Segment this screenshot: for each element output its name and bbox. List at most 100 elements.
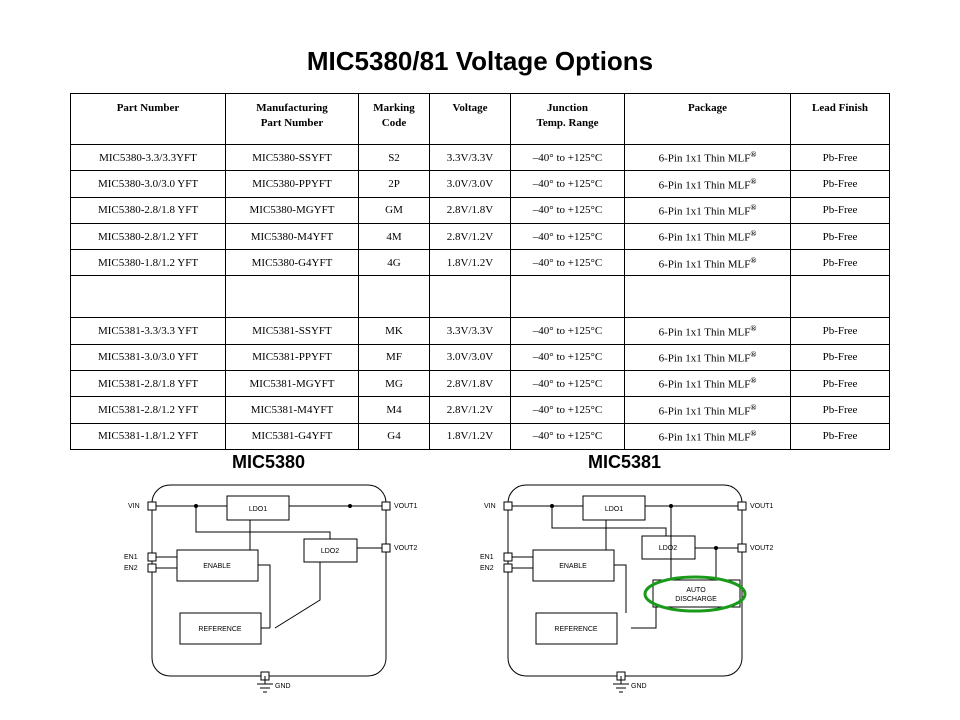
table-cell: MIC5380-G4YFT bbox=[225, 249, 359, 277]
table-cell: MIC5380-PPYFT bbox=[225, 170, 359, 198]
table-cell-text: 6-Pin 1x1 Thin MLF bbox=[658, 326, 751, 339]
table-cell bbox=[429, 275, 511, 319]
table-body: MIC5380-3.3/3.3YFT MIC5380-SSYFT S2 3.3V/3.… bbox=[70, 143, 890, 450]
table-cell-text: MIC5381-2.8/1.2 YFT bbox=[97, 404, 199, 417]
table-cell: MIC5380-3.3/3.3YFT bbox=[70, 143, 226, 172]
table-cell: MIC5381-M4YFT bbox=[225, 396, 359, 424]
registered-mark: ® bbox=[750, 428, 757, 438]
table-cell-text: –40° to +125°C bbox=[532, 325, 603, 338]
table-cell-text: MIC5380-SSYFT bbox=[252, 151, 332, 164]
table-cell: 6-Pin 1x1 Thin MLF® bbox=[624, 170, 791, 198]
registered-mark: ® bbox=[750, 255, 757, 265]
enable-label: ENABLE bbox=[559, 563, 587, 570]
reference-label: REFERENCE bbox=[554, 626, 598, 633]
table-cell-text: Pb-Free bbox=[822, 230, 858, 243]
table-cell: MK bbox=[358, 317, 430, 345]
table-cell-text: MIC5380-3.3/3.3YFT bbox=[99, 151, 197, 164]
column-header-text: Marking bbox=[373, 102, 415, 114]
column-header-text: Part Number bbox=[260, 117, 324, 129]
vout2-label: VOUT2 bbox=[750, 545, 773, 552]
table-cell: –40° to +125°C bbox=[510, 396, 625, 424]
table-cell-text: 3.3V/3.3V bbox=[446, 325, 494, 338]
table-cell-text: 6-Pin 1x1 Thin MLF bbox=[658, 379, 751, 392]
table-cell: G4 bbox=[358, 422, 430, 450]
en1-pin bbox=[503, 552, 513, 562]
table-cell: 2P bbox=[358, 170, 430, 198]
table-cell-text: MF bbox=[386, 351, 402, 364]
ldo2-label: LDO2 bbox=[321, 548, 339, 555]
table-cell: MIC5380-2.8/1.8 YFT bbox=[70, 196, 226, 224]
registered-mark: ® bbox=[750, 176, 757, 186]
vout2-pin bbox=[737, 543, 747, 553]
enable-label: ENABLE bbox=[203, 563, 231, 570]
table-cell-text: 6-Pin 1x1 Thin MLF bbox=[658, 258, 751, 271]
ldo1-block bbox=[582, 495, 646, 521]
vout1-label: VOUT1 bbox=[394, 503, 417, 510]
table-cell-text: MIC5381-3.3/3.3 YFT bbox=[97, 325, 199, 338]
table-cell-text: Pb-Free bbox=[822, 204, 858, 217]
table-cell: 3.0V/3.0V bbox=[429, 343, 511, 372]
table-cell bbox=[510, 275, 625, 319]
enable-block bbox=[176, 549, 259, 582]
table-cell: 6-Pin 1x1 Thin MLF® bbox=[624, 222, 791, 251]
ldo1-label: LDO1 bbox=[249, 506, 267, 513]
table-cell-text: MIC5381-PPYFT bbox=[252, 351, 332, 364]
table-cell bbox=[70, 275, 226, 319]
table-cell-text: –40° to +125°C bbox=[532, 430, 603, 443]
table-cell: MG bbox=[358, 370, 430, 398]
table-cell: MIC5381-1.8/1.2 YFT bbox=[70, 422, 226, 450]
table-cell-text: MIC5380-2.8/1.8 YFT bbox=[97, 204, 199, 217]
en1-label: EN1 bbox=[124, 554, 138, 561]
table-cell-text: MIC5380-1.8/1.2 YFT bbox=[97, 256, 199, 269]
table-cell-text: 6-Pin 1x1 Thin MLF bbox=[658, 352, 751, 365]
column-header-text: Part Number bbox=[116, 102, 180, 114]
table-cell: MIC5380-2.8/1.2 YFT bbox=[70, 222, 226, 251]
table-cell: 3.3V/3.3V bbox=[429, 143, 511, 172]
table-cell-text: G4 bbox=[387, 430, 401, 443]
mic5381-block-diagram: VIN VOUT1 VOUT2 EN1 EN2 GND LDO1 LDO2 EN… bbox=[480, 484, 773, 693]
vin-label: VIN bbox=[484, 503, 496, 510]
column-header: Part Number bbox=[70, 93, 226, 145]
table-cell-text: 2.8V/1.2V bbox=[446, 230, 494, 243]
gnd-label: GND bbox=[275, 683, 291, 690]
table-cell: MIC5381-SSYFT bbox=[225, 317, 359, 345]
table-cell-text: 6-Pin 1x1 Thin MLF bbox=[658, 431, 751, 444]
table-cell: Pb-Free bbox=[790, 196, 890, 224]
table-cell: 3.3V/3.3V bbox=[429, 317, 511, 345]
table-cell-text: MIC5380-G4YFT bbox=[251, 256, 333, 269]
vin-pin bbox=[503, 501, 513, 511]
en2-pin bbox=[147, 563, 157, 573]
table-cell: –40° to +125°C bbox=[510, 196, 625, 224]
table-cell: Pb-Free bbox=[790, 370, 890, 398]
table-cell-text: –40° to +125°C bbox=[532, 177, 603, 190]
column-header: Package bbox=[624, 93, 791, 145]
table-cell-text: S2 bbox=[388, 151, 400, 164]
table-cell: 4M bbox=[358, 222, 430, 251]
table-cell: 2.8V/1.2V bbox=[429, 222, 511, 251]
table-cell: 6-Pin 1x1 Thin MLF® bbox=[624, 249, 791, 277]
table-cell-text: Pb-Free bbox=[822, 256, 858, 269]
table-cell-text: MIC5380-PPYFT bbox=[252, 177, 332, 190]
table-cell-text: 2.8V/1.2V bbox=[446, 404, 494, 417]
table-cell-text: 2.8V/1.8V bbox=[446, 204, 494, 217]
table-cell-text: MIC5381-MGYFT bbox=[249, 377, 335, 390]
table-cell: S2 bbox=[358, 143, 430, 172]
table-cell: 6-Pin 1x1 Thin MLF® bbox=[624, 396, 791, 424]
gnd-label: GND bbox=[631, 683, 647, 690]
vout2-pin bbox=[381, 543, 391, 553]
table-cell: MIC5381-2.8/1.8 YFT bbox=[70, 370, 226, 398]
auto-discharge-highlight bbox=[643, 575, 747, 613]
table-cell: MIC5380-M4YFT bbox=[225, 222, 359, 251]
table-cell-text: 3.3V/3.3V bbox=[446, 151, 494, 164]
vin-pin bbox=[147, 501, 157, 511]
table-cell bbox=[225, 275, 359, 319]
table-cell-text: –40° to +125°C bbox=[532, 351, 603, 364]
vout1-pin bbox=[381, 501, 391, 511]
